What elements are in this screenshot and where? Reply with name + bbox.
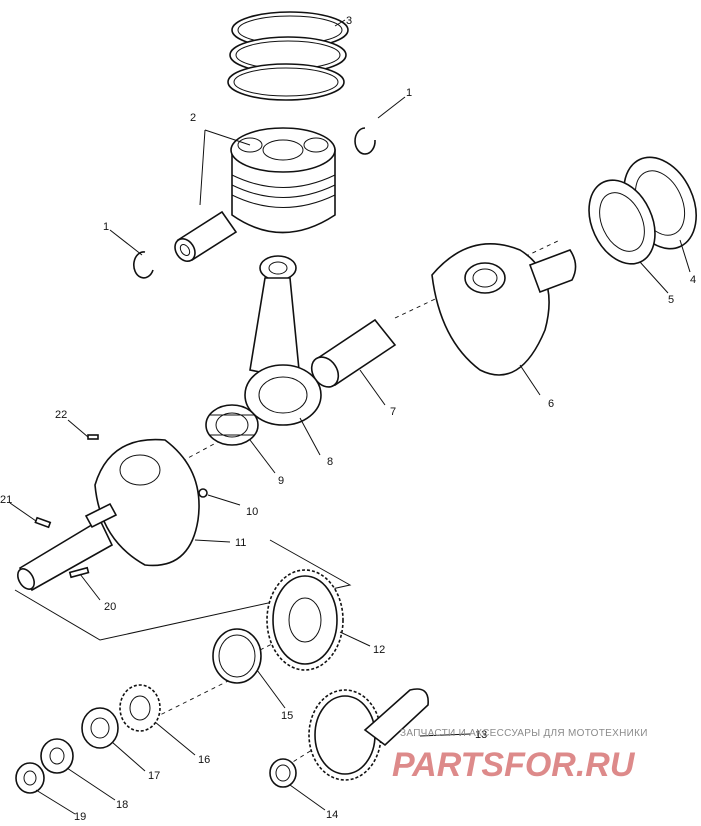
watermark: ЗАПЧАСТИ И АКСЕССУАРЫ ДЛЯ МОТОТЕХНИКИ PA…	[392, 728, 648, 784]
main-bearing-inner	[588, 179, 656, 265]
callout-16: 16	[198, 754, 210, 766]
callout-22: 22	[55, 409, 67, 421]
crank-gear	[266, 569, 344, 671]
callout-9: 9	[278, 475, 284, 487]
thrust-washer-15	[212, 628, 262, 684]
drive-sprocket	[119, 684, 161, 732]
watermark-logo: PARTSFOR.RU	[392, 746, 636, 784]
callout-14: 14	[326, 809, 338, 821]
crankshaft-half-left	[17, 438, 200, 592]
callout-3: 3	[346, 15, 352, 27]
callout-4: 4	[690, 274, 696, 286]
callout-11: 11	[235, 537, 246, 549]
watermark-tagline: ЗАПЧАСТИ И АКСЕССУАРЫ ДЛЯ МОТОТЕХНИКИ	[400, 728, 648, 739]
washer-14	[269, 758, 297, 788]
callout-labels: 3 1 2 1 4 5 6 7 8 9 10 11 22 21 20 12 15…	[0, 15, 696, 823]
callout-19: 19	[74, 811, 86, 821]
callout-1-right: 1	[406, 87, 412, 99]
callout-12: 12	[373, 644, 385, 656]
callout-6: 6	[548, 398, 554, 410]
balancer-shaft-gear	[308, 688, 429, 781]
callout-13: 13	[475, 729, 487, 741]
crankshaft-half-right	[431, 243, 577, 376]
callout-18: 18	[116, 799, 128, 811]
crank-assembly-bracket	[14, 539, 352, 641]
callout-8: 8	[327, 456, 333, 468]
callout-2: 2	[190, 112, 196, 124]
nut-17	[81, 707, 119, 749]
needle-bearing	[205, 404, 259, 446]
nut-19	[15, 762, 45, 794]
piston-ring-set	[227, 11, 349, 101]
callout-17: 17	[148, 770, 160, 782]
circlip-left	[133, 251, 154, 279]
piston	[230, 127, 336, 234]
callout-10: 10	[246, 506, 258, 518]
washer-18	[40, 738, 74, 774]
connecting-rod	[244, 255, 322, 426]
callout-7: 7	[390, 406, 396, 418]
callout-20: 20	[104, 601, 116, 613]
woodruff-key-20	[68, 566, 90, 579]
piston-pin	[174, 210, 238, 262]
circlip-right	[354, 127, 376, 155]
callout-5: 5	[668, 294, 674, 306]
callout-15: 15	[281, 710, 293, 722]
woodruff-pin-22	[87, 434, 99, 440]
woodruff-pin-21	[34, 516, 52, 529]
callout-1-left: 1	[103, 221, 109, 233]
leader-lines	[9, 19, 691, 815]
callout-21: 21	[0, 494, 12, 506]
crank-pin	[310, 318, 397, 388]
plug-10	[198, 488, 208, 498]
